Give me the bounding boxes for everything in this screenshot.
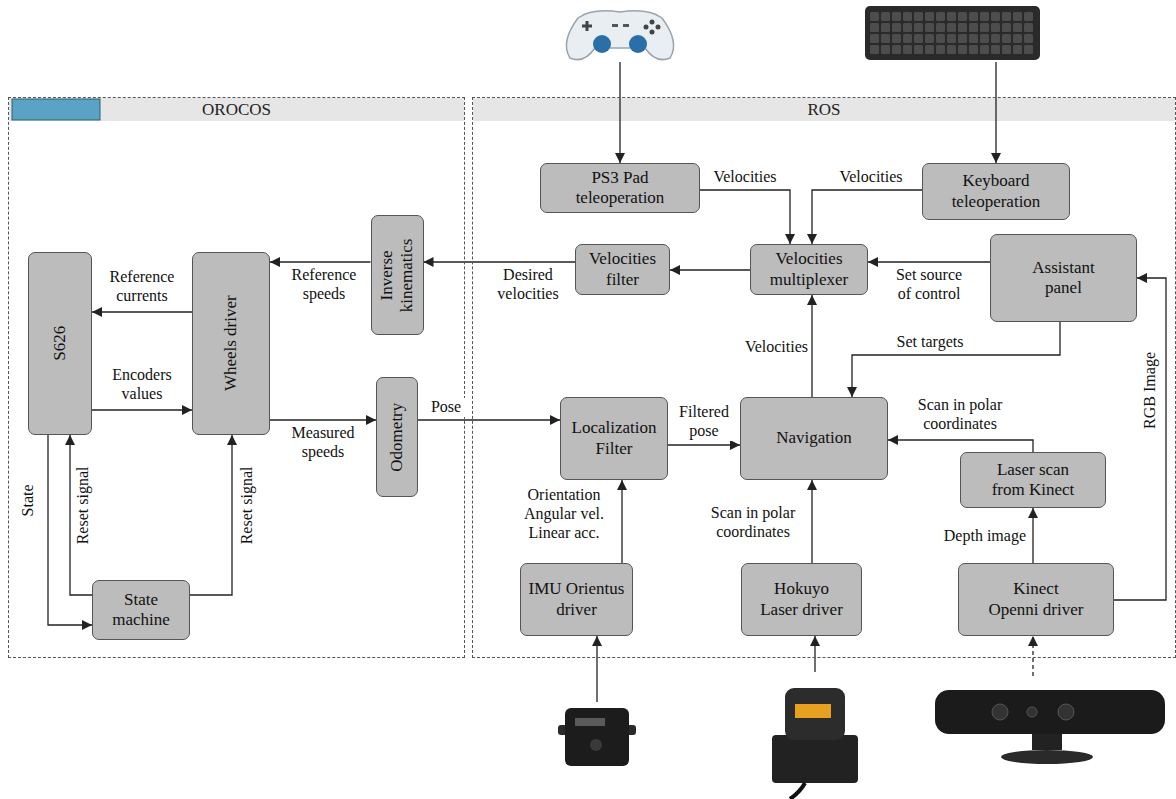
process-box: Hokuyo Laser driver	[741, 563, 862, 636]
box-text: Kinect Openni driver	[988, 579, 1085, 620]
box-text: Localization Filter	[569, 418, 659, 459]
edge-label: Scan in polar coordinates	[900, 396, 1020, 434]
edge-label: Reference speeds	[283, 266, 365, 304]
laser-scanner	[772, 688, 858, 799]
gamepad-icon	[566, 11, 673, 60]
connector-arrow	[1114, 278, 1166, 600]
process-box: Navigation	[740, 397, 888, 480]
box-text: Assistant panel	[1024, 258, 1104, 299]
connector-arrow	[270, 419, 376, 420]
connector-arrow	[668, 444, 740, 445]
connector-arrow	[888, 440, 1033, 452]
imu-device	[558, 708, 636, 766]
connector-arrow	[92, 311, 192, 312]
region-title: OROCOS	[9, 98, 464, 121]
process-box: Localization Filter	[560, 397, 668, 480]
connector-arrow	[852, 322, 1060, 397]
connector-arrow	[92, 409, 192, 410]
edge-label: Velocities	[704, 168, 786, 187]
box-text: Odometry	[387, 403, 407, 472]
process-box: Laser scan from Kinect	[960, 452, 1106, 508]
connector-arrow	[418, 419, 560, 420]
box-text: Laser scan from Kinect	[988, 460, 1078, 501]
connector-arrow	[1032, 508, 1033, 563]
edge-label: Set targets	[880, 333, 980, 352]
edge-label: Reference currents	[100, 268, 184, 306]
edge-label: Scan in polar coordinates	[700, 504, 806, 542]
box-text: Navigation	[776, 428, 852, 448]
connector-arrow	[700, 190, 790, 244]
process-box: IMU Orientus driver	[520, 563, 633, 636]
connector-arrow	[811, 295, 812, 397]
process-box: Inverse kinematics	[371, 215, 424, 335]
box-text: Velocities filter	[583, 249, 663, 290]
connector-arrow	[424, 261, 576, 262]
keyboard-icon	[865, 6, 1040, 60]
edge-label: RGB Image	[1141, 350, 1160, 431]
edge-label: Encoders values	[100, 366, 184, 404]
region-title: ROS	[473, 98, 1175, 121]
process-box: S626	[28, 252, 92, 435]
process-box: Velocities filter	[575, 244, 670, 295]
process-box: Velocities multiplexer	[750, 244, 868, 295]
connector-arrow	[670, 269, 750, 270]
edge-label: Velocities	[728, 338, 808, 357]
box-text: Wheels driver	[221, 296, 241, 392]
blue-tab	[12, 99, 100, 120]
edge-label: Depth image	[914, 527, 1026, 546]
process-box: State machine	[92, 580, 190, 640]
kinect-sensor	[935, 690, 1165, 764]
box-text: State machine	[106, 590, 176, 631]
box-text: Velocities multiplexer	[764, 249, 854, 290]
process-box: Wheels driver	[192, 252, 270, 435]
edge-label: Reset signal	[74, 464, 93, 546]
connector-arrow	[868, 261, 990, 262]
edge-label: Velocities	[826, 168, 916, 187]
process-box: Keyboard teleoperation	[922, 163, 1070, 220]
framework-region: OROCOS Inverse kinematicsS626 Wheels drive…	[8, 97, 465, 658]
box-text: Inverse kinematics	[377, 220, 418, 330]
edge-label: State	[19, 482, 38, 518]
edge-label: Reset signal	[238, 464, 257, 546]
edge-label: Set source of control	[889, 266, 969, 304]
process-box: Assistant panel	[990, 234, 1137, 322]
box-text: IMU Orientus driver	[527, 579, 627, 620]
header-band	[473, 98, 1175, 121]
process-box: Kinect Openni driver	[958, 563, 1114, 636]
process-box: Odometry	[376, 377, 418, 497]
connector-arrow	[812, 190, 922, 244]
box-text: Keyboard teleoperation	[946, 171, 1046, 212]
edge-label: Filtered pose	[670, 403, 738, 441]
edge-label: Pose	[425, 398, 467, 417]
edge-label: Measured speeds	[280, 424, 366, 462]
connector-arrow	[190, 435, 232, 595]
box-text: PS3 Pad teleoperation	[570, 168, 670, 209]
header-band	[9, 98, 464, 121]
process-box: PS3 Pad teleoperation	[540, 163, 700, 213]
edge-label: Desired velocities	[490, 266, 566, 304]
edge-label: Orientation Angular vel. Linear acc.	[514, 486, 614, 543]
connector-arrow	[811, 480, 812, 563]
connector-arrow	[270, 261, 371, 262]
connector-arrow	[621, 480, 622, 563]
framework-region: ROS PS3 Pad teleoperation Keyboard teleope…	[472, 97, 1176, 658]
box-text: S626	[50, 326, 70, 361]
box-text: Hokuyo Laser driver	[757, 579, 847, 620]
